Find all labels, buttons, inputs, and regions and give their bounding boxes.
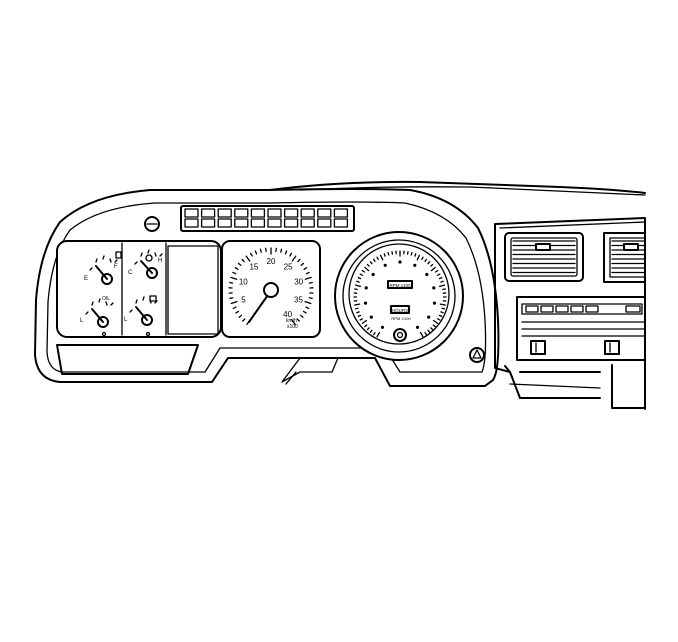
speedometer-tick (230, 283, 233, 284)
speedometer-hub (264, 283, 278, 297)
speedometer-label: 10 (239, 277, 248, 286)
tachometer-numeral-mark (381, 326, 384, 329)
tachometer-tick (384, 254, 385, 256)
tachometer-numeral-mark (432, 286, 435, 289)
air-vent-left[interactable] (505, 233, 583, 281)
speedometer-tick (309, 283, 312, 284)
tachometer-tick (357, 312, 359, 313)
tachometer-brand-top: RPM x100 (389, 283, 411, 288)
tachometer-numeral-mark (416, 326, 419, 329)
tachometer-tick (358, 315, 360, 316)
tachometer-tick (358, 278, 360, 279)
svg-text:H: H (158, 258, 162, 264)
tachometer-tick (357, 281, 359, 282)
tachometer-tick (441, 312, 443, 313)
tachometer-tick (439, 278, 441, 279)
tachometer-tick (442, 308, 444, 309)
tachometer-numeral-mark (365, 286, 368, 289)
svg-text:OIL: OIL (102, 296, 110, 302)
warning-lamp-strip (181, 206, 354, 231)
tachometer-numeral-mark (384, 264, 387, 267)
hazard-button[interactable] (470, 348, 484, 362)
tachometer-bottom-text: RPM X100 (391, 316, 411, 321)
air-vent-right[interactable] (604, 233, 645, 282)
tachometer-numeral-mark (372, 273, 375, 276)
svg-text:F: F (114, 264, 118, 270)
tachometer-numeral-mark (413, 264, 416, 267)
tachometer-numeral-mark (398, 260, 401, 263)
speedometer-tick (261, 249, 262, 252)
tachometer-tick (440, 304, 445, 305)
speedometer-label: 35 (294, 295, 303, 304)
speedometer-label: 20 (267, 257, 276, 266)
speedometer-tick (309, 298, 312, 299)
tachometer-tick (441, 281, 443, 282)
speedometer-label: 25 (284, 263, 293, 272)
speedometer-label: 5 (241, 295, 246, 304)
tachometer-tick (388, 253, 389, 255)
tachometer-hub (394, 329, 406, 341)
tachometer-numeral-mark (425, 273, 428, 276)
hvac-switch-right[interactable] (605, 341, 619, 354)
tachometer-tick (439, 315, 441, 316)
svg-text:C: C (128, 270, 133, 276)
tachometer-numeral-mark (427, 316, 430, 319)
tachometer-numeral-mark (433, 302, 436, 305)
tachometer-brand-bottom: HOURS (392, 308, 408, 313)
speedometer-tick (281, 249, 282, 252)
hvac-control-panel (517, 297, 645, 360)
speedometer-label: 30 (294, 277, 303, 286)
speedometer-unit-2: x100 (287, 324, 298, 330)
svg-text:E: E (84, 276, 88, 282)
speedometer-label: 15 (249, 263, 258, 272)
storage-tray (57, 345, 198, 374)
tachometer-tick (355, 304, 360, 305)
tachometer-numeral-mark (370, 316, 373, 319)
tachometer: RPM x100 HOURS RPM X100 (335, 232, 463, 360)
tachometer-tick (411, 253, 412, 255)
tachometer-tick (356, 308, 358, 309)
tachometer-numeral-mark (364, 302, 367, 305)
tachometer-tick (415, 254, 416, 256)
speedometer-tick (230, 298, 233, 299)
hvac-switch-left[interactable] (531, 341, 545, 354)
